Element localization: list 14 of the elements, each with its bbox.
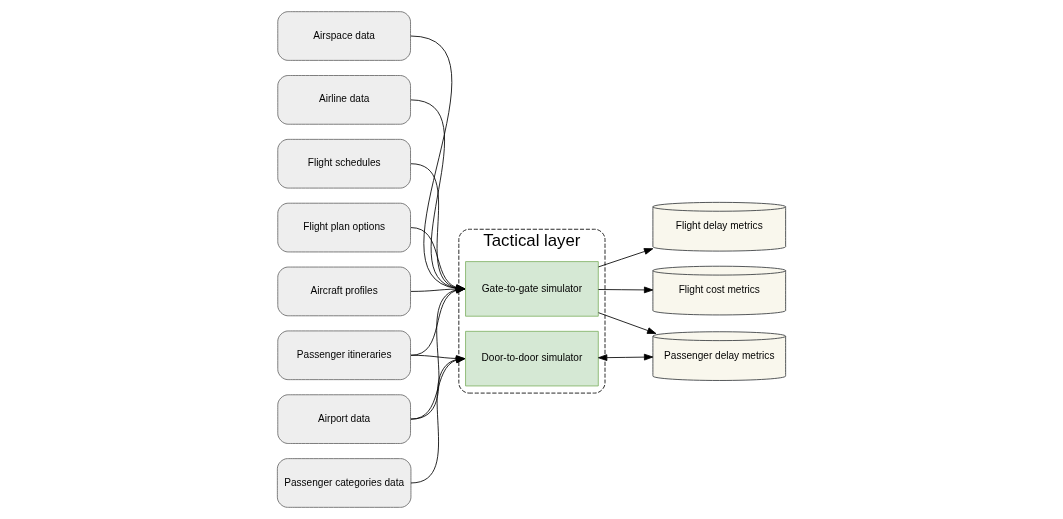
node-box: Airspace data: [277, 11, 411, 61]
node-box: Passenger categories data: [276, 458, 412, 508]
node-box: Airline data: [277, 75, 411, 125]
node-box: Flight schedules: [277, 138, 411, 189]
node-box: Flight plan options: [277, 202, 411, 253]
arrow: [598, 286, 654, 294]
arrow: [598, 312, 657, 334]
arrow: [598, 248, 654, 268]
node-box: Gate-to-gate simulator: [465, 261, 599, 317]
arrow: [598, 353, 654, 361]
node-box: Door-to-door simulator: [465, 330, 599, 387]
node-box: Aircraft profiles: [277, 266, 411, 317]
node-box: Airport data: [277, 394, 411, 444]
node-box: Passenger itineraries: [277, 330, 411, 381]
